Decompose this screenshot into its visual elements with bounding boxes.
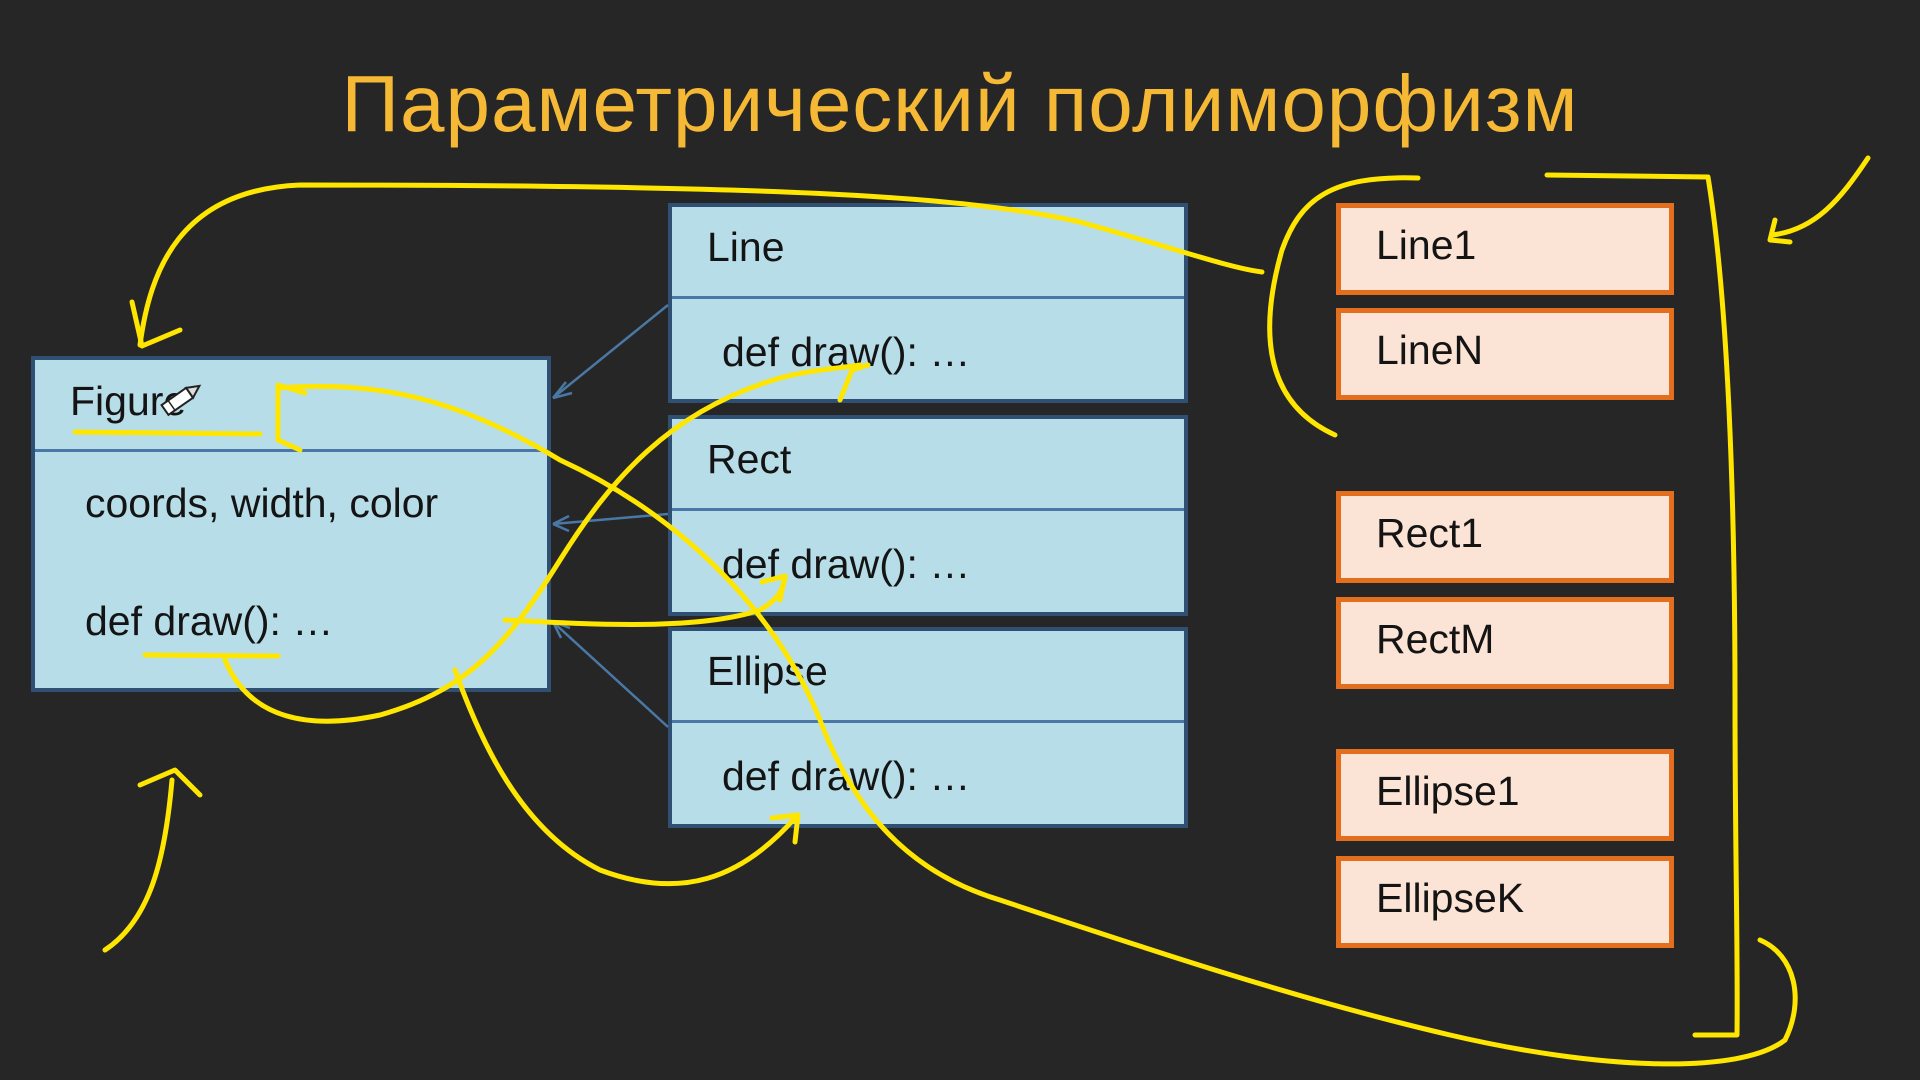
object-label: RectM [1376, 616, 1495, 662]
annotation-curve-to-line [222, 362, 863, 724]
object-rectm: RectM [1336, 597, 1674, 689]
annotation-arrow-top-right [1769, 155, 1871, 238]
class-ellipse: Ellipse def draw(): … [668, 627, 1188, 828]
object-label: EllipseK [1376, 875, 1525, 921]
class-line-name: Line [707, 224, 785, 270]
handwritten-strokes [72, 155, 1871, 1067]
annotation-arrowhead-ellipse [769, 812, 801, 845]
inheritance-arrow-rect [552, 512, 669, 526]
annotation-arrowhead-rect [759, 573, 788, 603]
class-line-header [672, 207, 1184, 299]
annotation-arc-top [137, 182, 1265, 348]
object-line1: Line1 [1336, 203, 1674, 295]
annotation-bracket-all [1544, 172, 1740, 1038]
object-label: Line1 [1376, 222, 1477, 268]
annotation-arrowhead-figure [129, 299, 183, 349]
inheritance-arrows [551, 304, 669, 728]
class-rect-header [672, 419, 1184, 511]
class-figure-method: def draw(): … [85, 598, 334, 644]
inheritance-arrow-line [552, 304, 669, 399]
object-ellipsek: EllipseK [1336, 856, 1674, 948]
annotation-underline-figure [72, 429, 263, 437]
object-label: Rect1 [1376, 510, 1484, 556]
class-figure-attributes: coords, width, color [85, 480, 439, 526]
object-label: Ellipse1 [1376, 768, 1520, 814]
inheritance-arrow-ellipse [552, 621, 669, 728]
annotation-long-curve [277, 383, 1798, 1067]
class-ellipse-header [672, 631, 1184, 723]
annotation-underline-draw [142, 652, 281, 659]
annotation-curve-to-ellipse [452, 667, 798, 887]
class-ellipse-name: Ellipse [707, 648, 828, 694]
annotation-bracket-figure [275, 382, 308, 453]
object-ellipse1: Ellipse1 [1336, 749, 1674, 841]
object-label: LineN [1376, 327, 1484, 373]
annotation-bracket-lines [1267, 175, 1421, 438]
annotation-curve-to-rect [502, 575, 788, 627]
class-rect: Rect def draw(): … [668, 415, 1188, 616]
object-rect1: Rect1 [1336, 491, 1674, 583]
pencil-cursor-icon [160, 384, 202, 417]
annotation-arrow-bottom-left [102, 777, 175, 953]
object-linen: LineN [1336, 308, 1674, 400]
slide-title: Параметрический полиморфизм [341, 59, 1579, 148]
annotation-arrowhead-line [837, 362, 871, 403]
class-rect-name: Rect [707, 436, 792, 482]
class-figure-header [35, 360, 547, 452]
